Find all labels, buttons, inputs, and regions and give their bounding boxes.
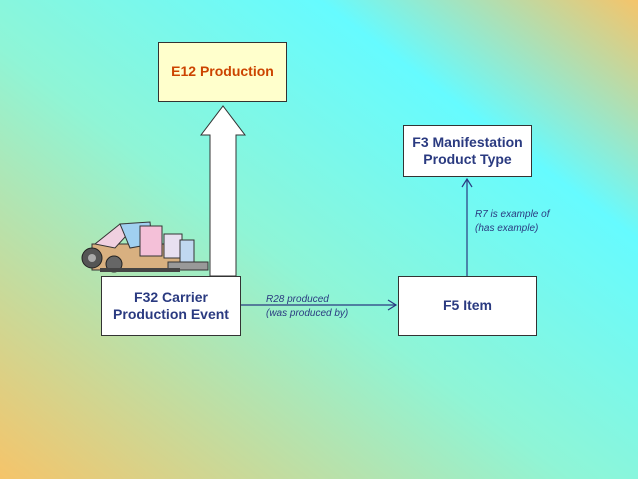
node-f3-label: F3 Manifestation Product Type: [412, 133, 523, 168]
node-f5-item: F5 Item: [398, 276, 537, 336]
printing-press-icon: [81, 221, 209, 273]
r28-label: R28 produced (was produced by): [266, 294, 349, 319]
node-e12-production: E12 Production: [158, 42, 287, 102]
node-f32-carrier-production-event: F32 Carrier Production Event: [101, 276, 241, 336]
node-e12-label: E12 Production: [171, 63, 274, 80]
r7-label: R7 is example of (has example): [475, 209, 550, 234]
node-f5-label: F5 Item: [442, 297, 492, 314]
node-f32-label: F32 Carrier Production Event: [113, 288, 229, 323]
node-f3-manifestation-product-type: F3 Manifestation Product Type: [403, 125, 532, 177]
